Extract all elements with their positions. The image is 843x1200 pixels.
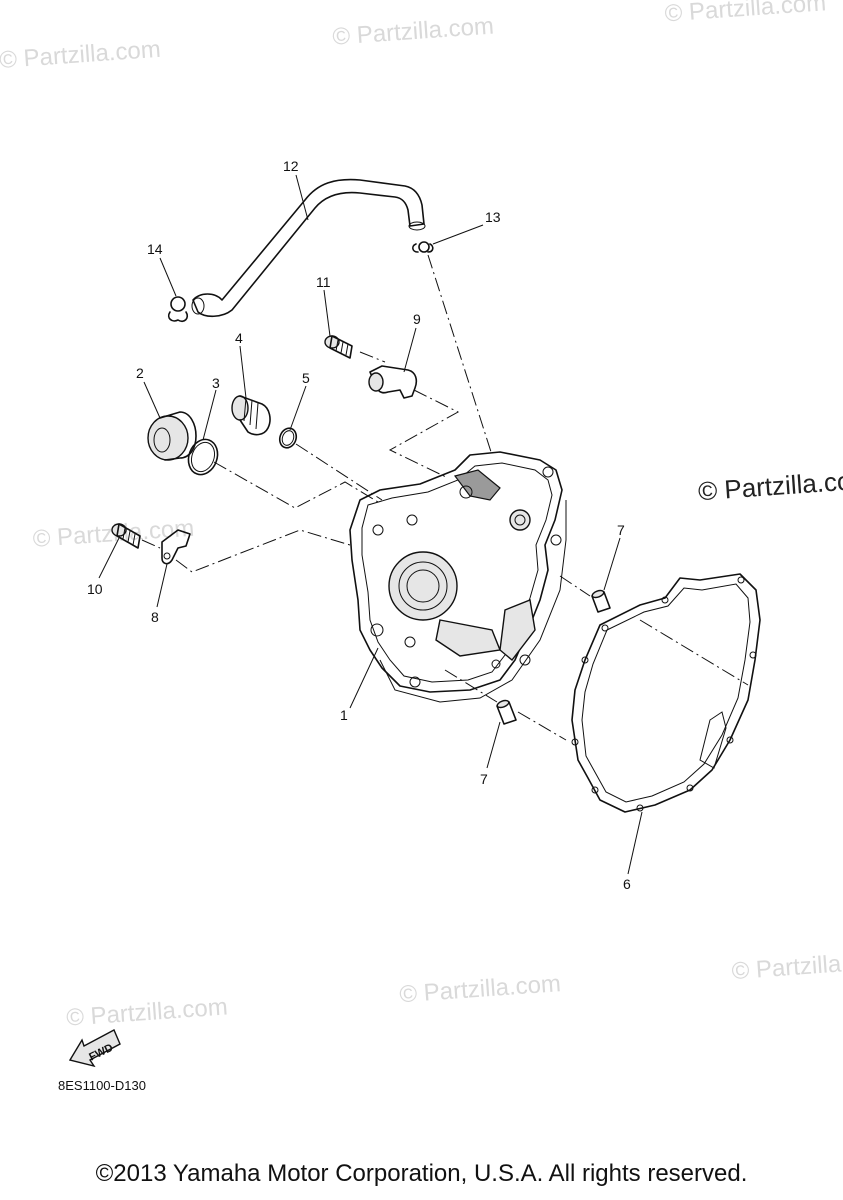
copyright-notice: ©2013 Yamaha Motor Corporation, U.S.A. A… (95, 1160, 748, 1187)
callout-4: 4 (235, 330, 243, 346)
callout-5: 5 (302, 370, 310, 386)
part-7-dowel-upper (591, 589, 611, 613)
callout-3: 3 (212, 375, 220, 391)
watermark-top-center: © Partzilla.com (332, 12, 495, 50)
part-12-hose (191, 178, 426, 318)
callout-7-lower: 7 (480, 771, 488, 787)
part-6-gasket (571, 573, 761, 813)
part-2-plug (147, 411, 197, 461)
callout-8: 8 (151, 609, 159, 625)
part-3-oring (187, 438, 219, 476)
watermark-top-left: © Partzilla.com (0, 36, 162, 74)
part-4-strainer (231, 395, 271, 436)
part-5-oring (278, 427, 298, 449)
part-13-clip (412, 241, 434, 253)
callout-1: 1 (340, 707, 348, 723)
callout-10: 10 (87, 581, 103, 597)
assembly-lines (141, 254, 749, 741)
watermark-large-right: © Partzilla.co (697, 466, 843, 507)
callouts: 12 13 14 11 9 4 2 3 5 7 10 8 1 7 6 (87, 158, 631, 892)
watermark-bottom-left: © Partzilla.com (65, 993, 228, 1031)
callout-7-upper: 7 (617, 522, 625, 538)
part-9-bracket (368, 365, 418, 399)
watermarks: © Partzilla.com © Partzilla.com © Partzi… (0, 0, 843, 1032)
callout-2: 2 (136, 365, 144, 381)
watermark-bottom-right: © Partzilla.com (731, 947, 843, 985)
watermark-top-right: © Partzilla.com (664, 0, 827, 27)
diagram-code: 8ES1100-D130 (58, 1078, 146, 1093)
part-8-bracket (161, 529, 191, 565)
callout-9: 9 (413, 311, 421, 327)
part-7-dowel-lower (496, 699, 517, 725)
part-11-bolt (324, 335, 353, 359)
callout-14: 14 (147, 241, 163, 257)
fwd-arrow-icon: FWD (68, 1029, 121, 1068)
part-14-clip (167, 296, 189, 323)
watermark-bottom-center: © Partzilla.com (399, 970, 562, 1008)
callout-6: 6 (623, 876, 631, 892)
callout-12: 12 (283, 158, 299, 174)
leader-lines (98, 174, 643, 875)
callout-13: 13 (485, 209, 501, 225)
part-1-crankcase-cover (349, 451, 567, 703)
callout-11: 11 (316, 274, 331, 290)
part-10-bolt (111, 523, 141, 549)
